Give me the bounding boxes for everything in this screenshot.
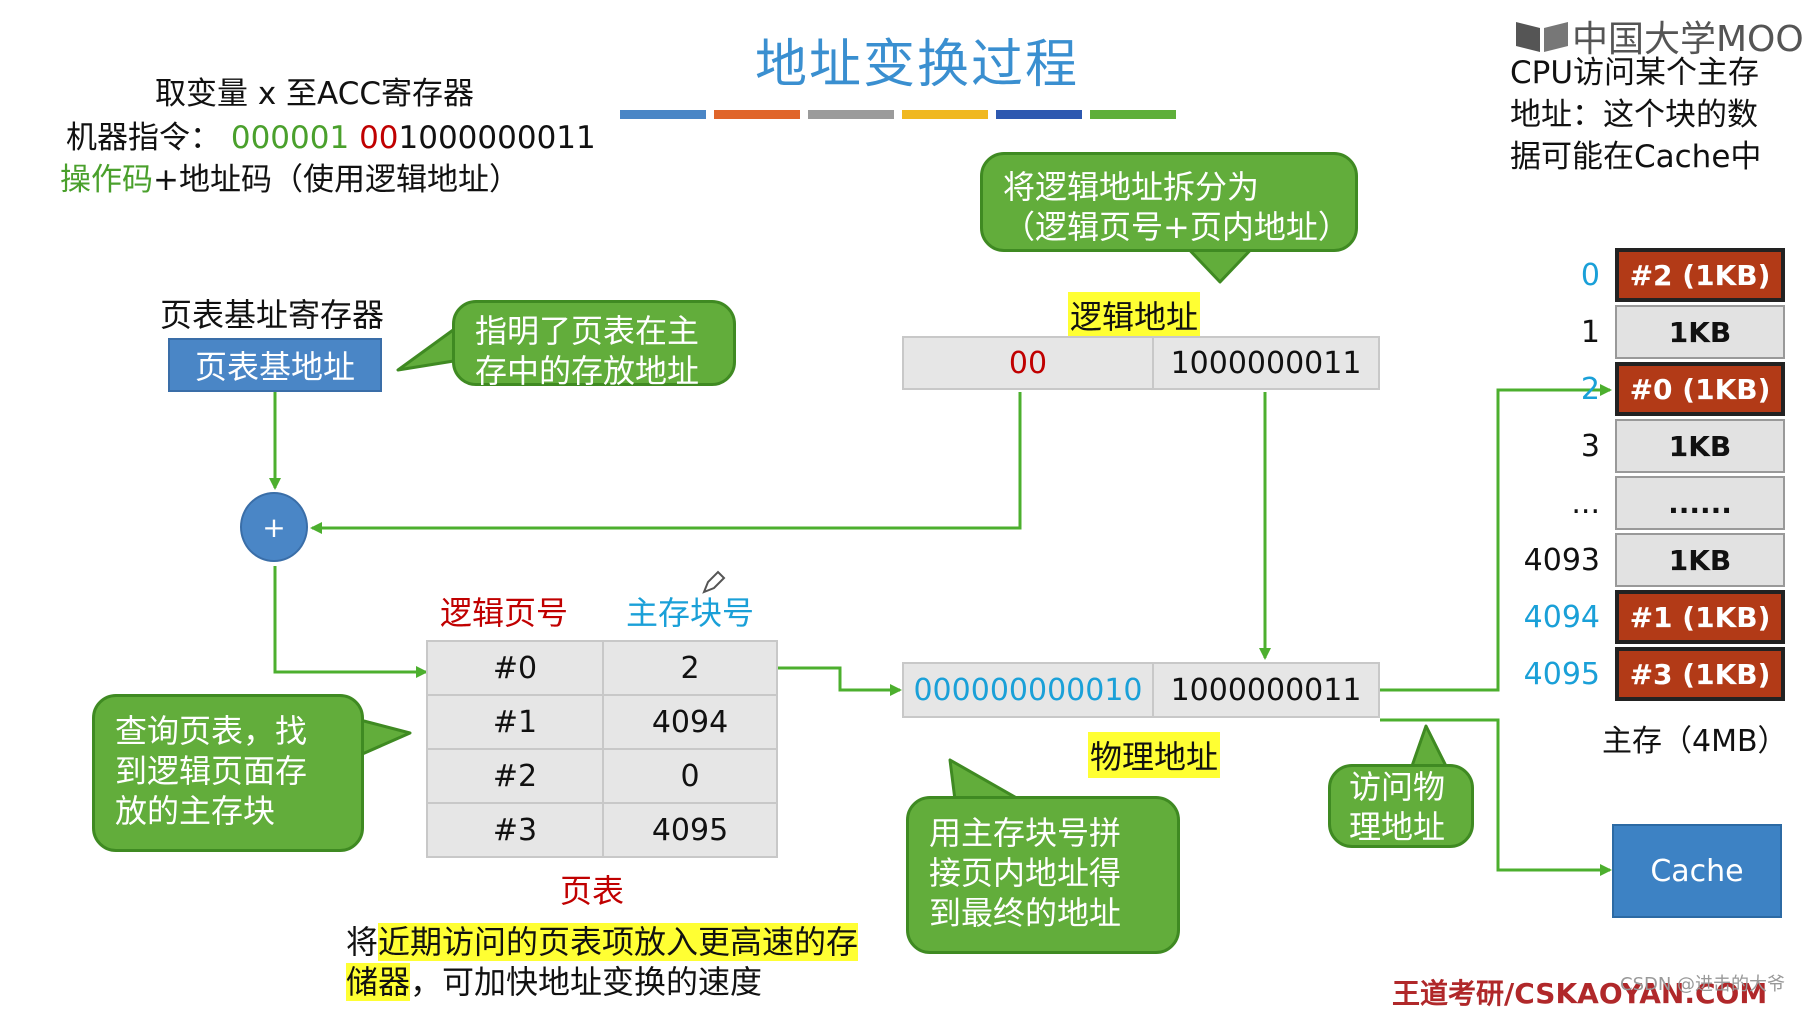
adder-circle: + — [240, 492, 308, 562]
callout-line: 访问物 — [1349, 768, 1446, 806]
callout-split: 将逻辑地址拆分为 （逻辑页号+页内地址） — [980, 152, 1358, 252]
bottom-note-post: ，可加快地址变换的速度 — [410, 963, 763, 1001]
memory-index: 4093 — [1523, 543, 1600, 578]
page-table-block: 0 — [602, 748, 778, 804]
callout-concat: 用主存块号拼 接页内地址得 到最终的地址 — [906, 796, 1180, 954]
callout-line: 指明了页表在主 — [475, 312, 700, 350]
memory-index: 4094 — [1523, 600, 1600, 635]
callout-line: 将逻辑地址拆分为 — [1003, 168, 1260, 206]
logical-address-label: 逻辑地址 — [1068, 292, 1201, 338]
page-table-block: 4095 — [602, 802, 778, 858]
cache-box: Cache — [1612, 824, 1782, 918]
intro-line-2: 机器指令： 000001 001000000011 — [66, 112, 596, 157]
arrow-table-to-physical — [778, 666, 902, 696]
logo-text: 中国大学MOOC — [1572, 19, 1805, 60]
opcode-label: 操作码 — [60, 162, 153, 198]
memory-caption: 主存（4MB） — [1602, 724, 1788, 759]
logical-offset-field: 1000000011 — [1152, 336, 1380, 390]
page-title: 地址变换过程 — [755, 35, 1080, 95]
cpu-note-line: CPU访问某个主存 — [1510, 55, 1760, 91]
page-table-page: #3 — [426, 802, 604, 858]
color-bar-segment — [996, 110, 1082, 119]
page-table-block: 2 — [602, 640, 778, 696]
memory-block: #1 (1KB) — [1615, 590, 1785, 644]
callout-lookup: 查询页表，找 到逻辑页面存 放的主存块 — [92, 694, 364, 852]
intro-line-1: 取变量 x 至ACC寄存器 — [155, 76, 475, 112]
physical-block-field: 000000000010 — [902, 662, 1154, 718]
mooc-logo: 中国大学MOOC — [1512, 10, 1805, 62]
memory-index: 4095 — [1523, 657, 1600, 692]
memory-index: 3 — [1580, 429, 1600, 464]
physical-address-label: 物理地址 — [1088, 732, 1221, 778]
cpu-note-line: 据可能在Cache中 — [1510, 139, 1762, 175]
color-bar-segment — [620, 110, 706, 119]
watermark: CSDN @进击的大爷 — [1620, 974, 1786, 995]
color-bar-segment — [902, 110, 988, 119]
page-table-page: #1 — [426, 694, 604, 750]
instruction-label: 机器指令： — [66, 120, 221, 156]
cpu-note: CPU访问某个主存 地址：这个块的数 据可能在Cache中 — [1510, 52, 1761, 178]
address-code-label: +地址码（使用逻辑地址） — [153, 162, 520, 198]
color-bar-segment — [808, 110, 894, 119]
plus-icon: + — [262, 510, 286, 544]
bottom-note-pre: 将 — [346, 923, 379, 961]
callout-line: （逻辑页号+页内地址） — [1003, 208, 1350, 246]
cpu-note-line: 地址：这个块的数 — [1510, 97, 1758, 133]
page-table-block: 4094 — [602, 694, 778, 750]
callout-register: 指明了页表在主 存中的存放地址 — [452, 300, 736, 390]
color-bar-segment — [714, 110, 800, 119]
memory-index: ... — [1571, 486, 1600, 521]
arrow-physical-to-memory — [1380, 384, 1612, 692]
callout-tail — [1410, 724, 1448, 768]
callout-line: 到最终的地址 — [929, 894, 1122, 932]
arrow-page-to-adder — [310, 392, 1022, 534]
bottom-note: 将近期访问的页表项放入更高速的存储器，可加快地址变换的速度 — [346, 922, 886, 1002]
color-bar-segment — [1090, 110, 1176, 119]
logical-page-field: 00 — [902, 336, 1154, 390]
callout-line: 放的主存块 — [115, 792, 276, 830]
callout-tail — [396, 323, 462, 372]
callout-tail — [358, 718, 412, 757]
bottom-note-highlight-1: 近期访问的页表项放入更高速的 — [378, 923, 827, 961]
physical-offset-field: 1000000011 — [1152, 662, 1380, 718]
register-label: 页表基址寄存器 — [160, 296, 385, 334]
intro-line-3: 操作码+地址码（使用逻辑地址） — [60, 154, 520, 199]
memory-index: 1 — [1580, 315, 1600, 350]
memory-block: #3 (1KB) — [1615, 647, 1785, 701]
instruction-opcode: 000001 — [230, 120, 350, 156]
page-table-base-register: 页表基地址 — [168, 338, 382, 392]
page-table-page: #2 — [426, 748, 604, 804]
book-icon — [1516, 22, 1568, 52]
memory-block: 1KB — [1615, 305, 1785, 359]
callout-tail — [948, 758, 1022, 802]
page-table-page: #0 — [426, 640, 604, 696]
callout-line: 理地址 — [1349, 808, 1446, 846]
callout-line: 到逻辑页面存 — [115, 752, 308, 790]
page-table-header-block: 主存块号 — [626, 594, 755, 632]
page-table-caption: 页表 — [560, 872, 625, 910]
pen-cursor-icon — [702, 570, 726, 594]
arrow-physical-to-cache — [1380, 718, 1612, 876]
instruction-page-bits: 00 — [359, 120, 399, 156]
callout-access: 访问物 理地址 — [1328, 764, 1474, 848]
memory-index: 2 — [1580, 372, 1600, 407]
callout-line: 用主存块号拼 — [929, 814, 1122, 852]
arrow-adder-to-table — [273, 566, 428, 678]
memory-block: #0 (1KB) — [1615, 362, 1785, 416]
callout-line: 查询页表，找 — [115, 712, 308, 750]
memory-block: #2 (1KB) — [1615, 248, 1785, 302]
callout-line: 存中的存放地址 — [475, 352, 700, 390]
memory-block: 1KB — [1615, 419, 1785, 473]
instruction-offset-bits: 1000000011 — [398, 120, 596, 156]
memory-block: ...... — [1615, 476, 1785, 530]
memory-block: 1KB — [1615, 533, 1785, 587]
callout-line: 接页内地址得 — [929, 854, 1122, 892]
memory-index: 0 — [1580, 258, 1600, 293]
page-table-header-page: 逻辑页号 — [440, 594, 569, 632]
